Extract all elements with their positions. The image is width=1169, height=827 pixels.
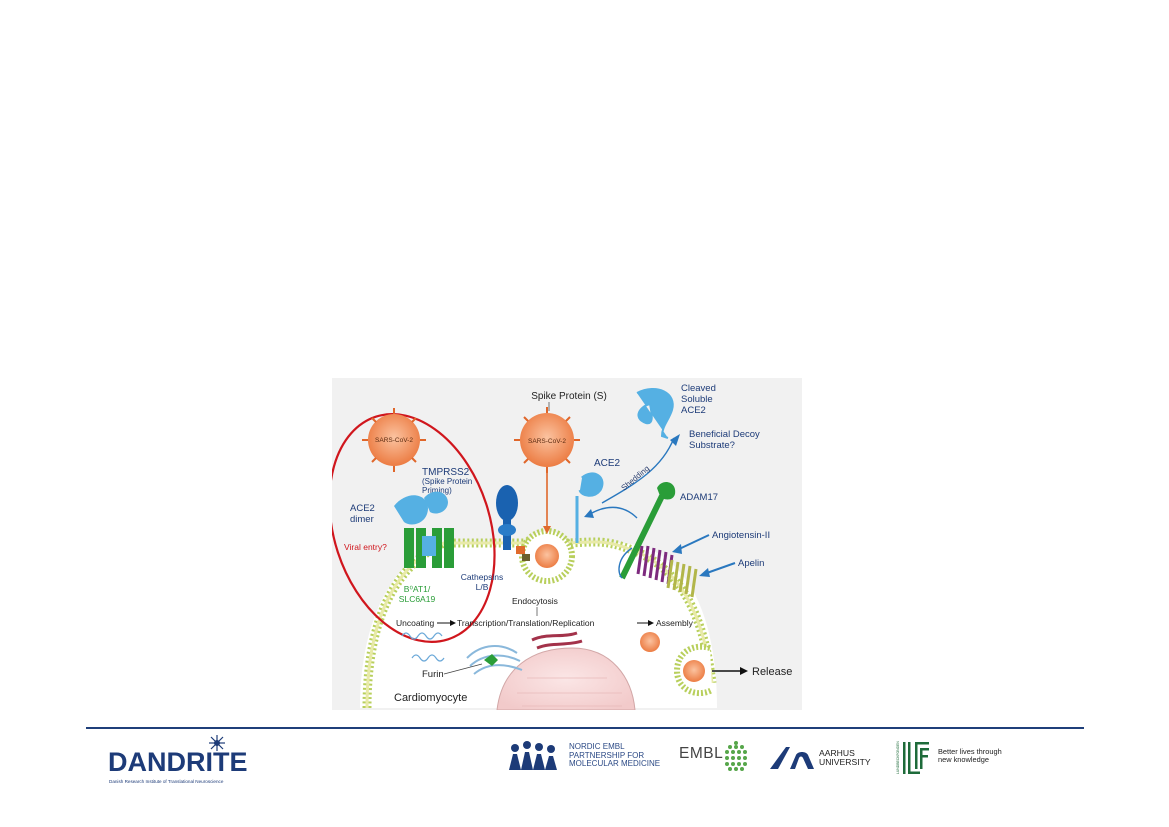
sars-cov-2-virus-center: SARS-CoV-2 [514,407,580,473]
svg-text:Apelin: Apelin [738,558,764,569]
apelin-receptor-icon [666,559,698,598]
lundbeckfonden-logo-icon: LUNDBECKFONDEN [896,741,929,774]
embl-hexagon-icon [725,741,747,771]
svg-text:Furin: Furin [422,669,444,680]
footer-divider [86,727,1084,729]
angiotensin-receptor-icon [636,545,674,585]
cleaved-ace2-icon [636,388,674,439]
nordic-embl-logo-icon [509,741,557,770]
svg-text:ADAM17: ADAM17 [680,492,718,503]
dandrite-subtitle: Danish Research Institute of Translation… [109,779,224,784]
nucleus [496,647,636,710]
ace2-receptor-icon [575,472,604,543]
svg-text:Shedding: Shedding [620,464,652,493]
sars-cov-2-virus-left: SARS-CoV-2 [362,408,426,472]
svg-text:SARS-CoV-2: SARS-CoV-2 [375,437,413,444]
cell-interior [360,543,717,708]
svg-text:Release: Release [752,666,792,678]
svg-text:SARS-CoV-2: SARS-CoV-2 [528,438,566,445]
assembled-virus-icon [640,632,660,652]
er-icon [531,631,583,650]
shedding-arrow [601,437,675,504]
lundbeckfonden-tagline: Better lives through new knowledge [938,747,1002,764]
svg-text:Viral entry?: Viral entry? [344,542,387,552]
neuron-icon [209,735,225,751]
rna-strand [401,632,443,640]
ace2-dimer-icon [394,491,454,568]
adam17-icon [619,482,676,580]
svg-text:Spike Protein (S): Spike Protein (S) [531,391,607,402]
release-vesicle [673,643,714,697]
svg-text:Cardiomyocyte: Cardiomyocyte [394,692,467,704]
svg-text:Transcription/Translation/Repl: Transcription/Translation/Replication [457,618,595,628]
svg-text:Assembly: Assembly [656,618,694,628]
dandrite-logo: DANDRITE Danish Research Institute of Tr… [108,735,253,785]
aarhus-university-text: AARHUS UNIVERSITY [819,748,871,768]
svg-text:Angiotensin-II: Angiotensin-II [712,530,770,541]
golgi-icon [466,645,523,675]
nordic-embl-text: NORDIC EMBL PARTNERSHIP FOR MOLECULAR ME… [569,742,661,769]
cardiomyocyte-diagram: SARS-CoV-2 SARS-CoV-2 Spike Protein (S) … [332,378,802,710]
svg-text:ACE2: ACE2 [594,458,621,469]
furin-icon [484,654,498,666]
svg-text:B⁰AT1/SLC6A19: B⁰AT1/SLC6A19 [399,584,436,604]
svg-text:Endocytosis: Endocytosis [512,596,558,606]
embl-text: EMBL [679,745,724,762]
dandrite-name: DANDRITE [108,747,248,777]
highlight-ellipse [332,413,496,643]
svg-text:LUNDBECKFONDEN: LUNDBECKFONDEN [896,741,900,774]
aarhus-logo-icon [770,747,814,769]
svg-text:TMPRSS2: TMPRSS2 [422,467,470,478]
svg-text:Uncoating: Uncoating [396,618,435,628]
tmprss2-icon [496,485,518,550]
